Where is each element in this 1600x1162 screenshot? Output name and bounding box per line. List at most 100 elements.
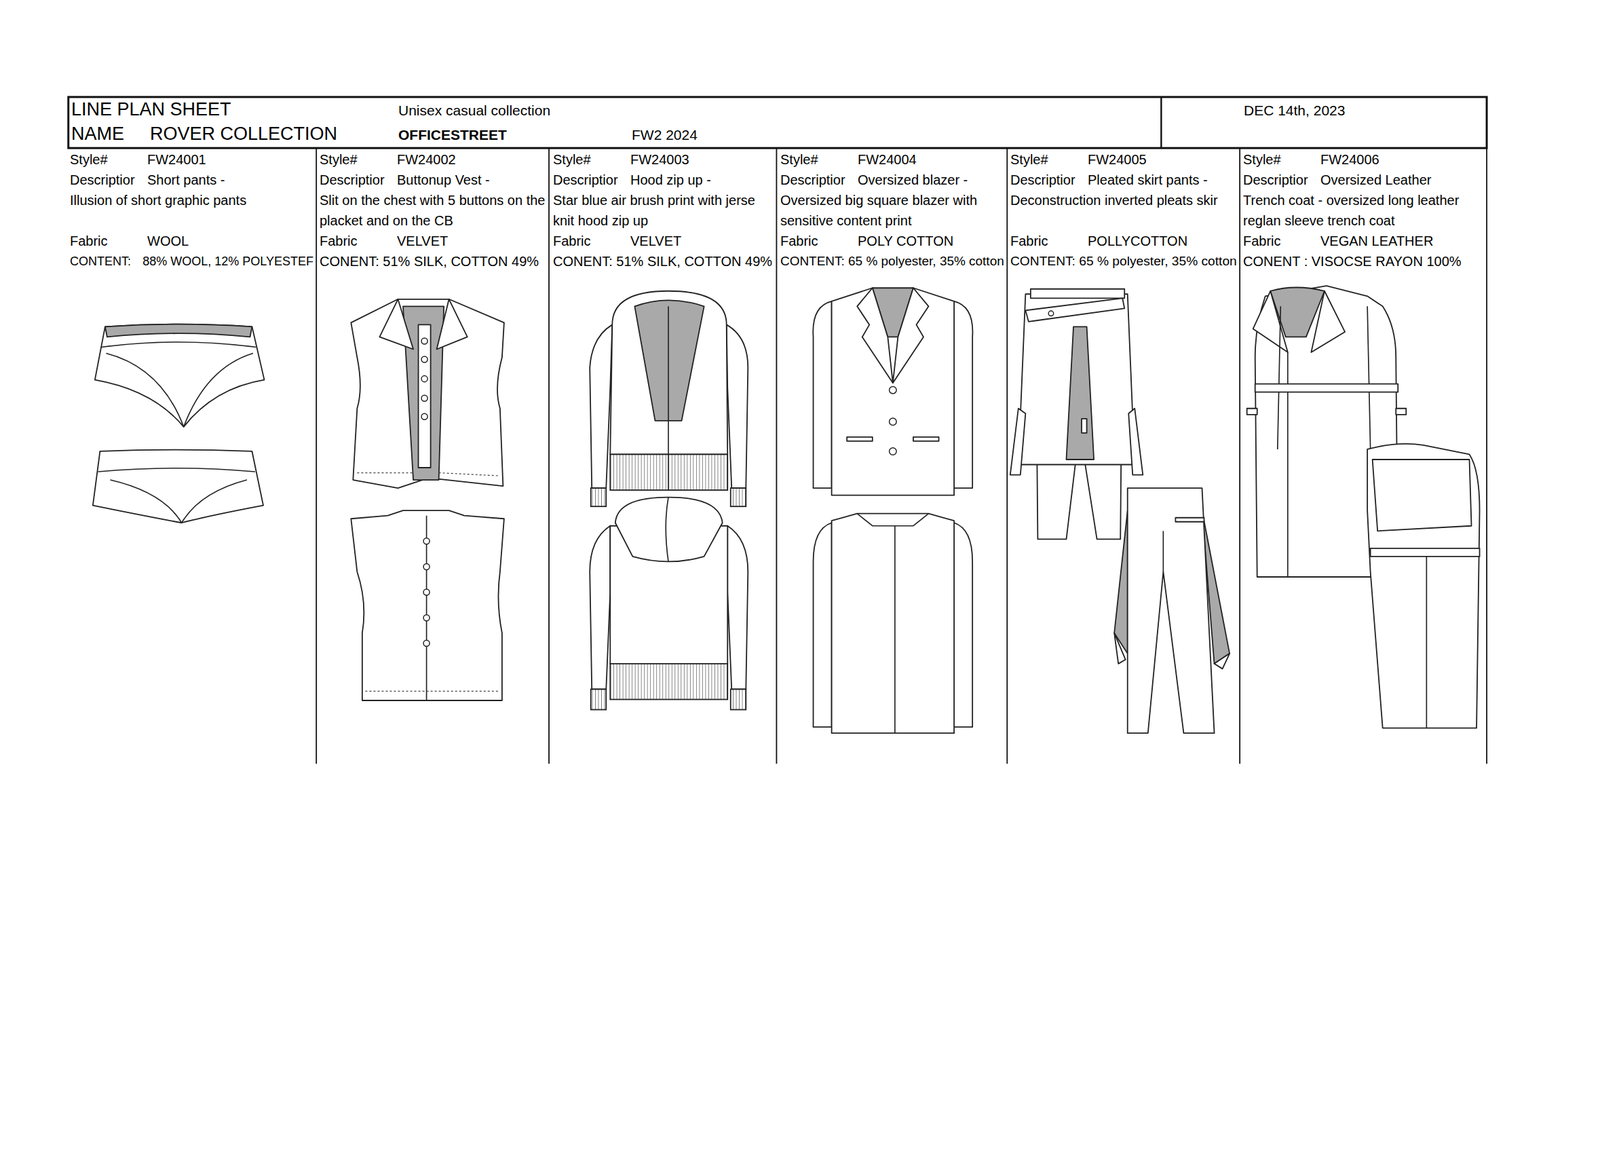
field-label: CONTENT: [69,251,131,272]
garment-line [846,436,873,442]
field-label: Fabric [319,230,358,252]
garment-line [831,287,955,495]
garment-line [181,479,247,523]
garment-line [423,563,430,570]
garment-line [1018,293,1135,465]
garment-line [954,301,973,488]
garment-line [1247,408,1258,415]
collection-note: Unisex casual collection [398,101,551,119]
sheet-title: LINE PLAN SHEET [71,98,232,121]
garment-line [1214,653,1231,670]
style-number: FW24004 [857,149,917,170]
garment-line [1486,147,1488,764]
style-name: Pleated skirt pants - [1087,169,1208,190]
style-description: Oversized big square blazer with sensiti… [780,189,1005,231]
field-label: Descriptior [553,169,619,190]
garment-line [101,341,257,348]
field-label: Descriptior [69,169,136,190]
garment-line [379,299,414,350]
garment-line [548,147,550,764]
garment-line [589,324,613,488]
garment-line [1395,408,1406,415]
garment-line [1160,97,1162,148]
skirt-pants-flat [1010,289,1230,733]
garment-line [667,306,670,490]
garment-line [589,525,611,690]
style-number: FW24001 [147,149,207,170]
field-label: Descriptior [780,169,846,190]
fiber-content: CONENT: 51% SILK, COTTON 49% [319,251,539,272]
garment-line [97,468,256,472]
garment-line [591,688,607,710]
garment-line [1310,291,1345,353]
garment-line [913,436,940,442]
field-label: Descriptior [319,169,385,190]
field-label: Fabric [1243,230,1282,252]
garment-line [813,522,832,727]
garment-line [436,299,468,350]
season-code: FW2 2024 [631,126,698,144]
garment-line [421,394,428,402]
garment-line [1175,517,1204,522]
style-name: Oversized Leather [1320,169,1432,190]
garment-line [350,299,505,488]
garment-line [1163,530,1165,572]
garment-line [94,324,265,427]
garment-line [423,639,430,646]
garment-line [1081,418,1088,433]
garment-line [1030,289,1125,299]
field-label: Fabric [1010,230,1049,252]
garment-line [350,510,505,701]
garment-line [726,324,749,488]
style-name: Hood zip up - [630,169,712,190]
garment-line [1010,408,1026,475]
garment-line [423,588,430,596]
style-description: Deconstruction inverted pleats skir [1010,189,1237,211]
garment-line [183,353,254,427]
garment-line [109,479,182,523]
field-label: Style# [1243,149,1282,170]
fiber-content: CONTENT: 65 % polyester, 35% cotton [780,251,1005,272]
garment-line [423,614,430,621]
trench-coat-flat [1247,285,1480,728]
garment-line [1114,510,1128,654]
style-name: Oversized blazer - [857,169,968,190]
garment-line [1253,291,1288,353]
fiber-content: CONENT: 51% SILK, COTTON 49% [553,251,773,272]
garment-line [365,690,501,692]
garment-line [894,525,896,733]
style-number: FW24002 [396,149,456,170]
garment-line [421,356,428,363]
style-description: Star blue air brush print with jerse kni… [553,189,775,231]
garment-line [856,287,893,383]
garment-line [1128,408,1143,475]
field-label: Descriptior [1243,169,1309,190]
garment-line [1277,306,1282,450]
field-label: Style# [780,149,819,170]
garment-line [1367,443,1480,729]
garment-line [730,487,747,507]
garment-line [1370,548,1480,557]
garment-line [68,97,1487,148]
field-label: Fabric [780,230,819,252]
sheet-date: DEC 14th, 2023 [1243,101,1345,119]
style-number: FW24006 [1320,149,1380,170]
blazer-flat [812,287,973,733]
style-name: Buttonup Vest - [396,169,490,190]
fabric-name: VEGAN LEATHER [1320,230,1434,252]
garment-line [1048,310,1054,317]
style-number: FW24003 [630,149,690,170]
field-label: NAME [71,122,125,145]
garment-line [615,497,723,562]
garment-line [889,447,898,456]
fabric-name: VELVET [630,230,682,252]
garment-line [776,147,778,764]
garment-line [421,375,428,383]
garment-line [1239,147,1241,764]
style-number: FW24005 [1087,149,1147,170]
garment-line [831,513,955,733]
garment-line [610,663,728,700]
garment-line [1025,297,1125,322]
garment-line [1426,556,1428,729]
